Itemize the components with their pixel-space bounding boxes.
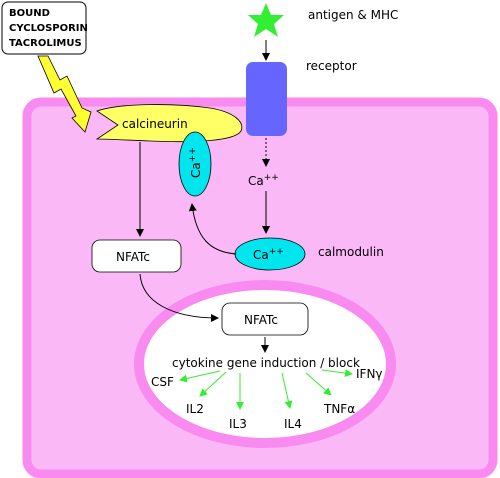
calmodulin-to-calcineurin-arrow xyxy=(188,203,237,255)
receptor xyxy=(246,62,287,136)
arrow-to-ifn xyxy=(321,369,353,378)
arrow-to-csf xyxy=(179,370,221,383)
calcineurin xyxy=(95,104,243,143)
lightning-bolt-icon xyxy=(37,55,92,133)
calcineurin-calcium xyxy=(178,131,212,197)
cytokine-il4: IL4 xyxy=(284,417,302,431)
calmodulin-calcium-charge: ++ xyxy=(269,247,284,257)
calmodulin-label: calmodulin xyxy=(318,245,384,259)
cytokine-csf: CSF xyxy=(151,375,174,389)
cytokine-il2: IL2 xyxy=(186,402,204,416)
calcium-free-label: Ca++ xyxy=(248,173,279,188)
calcineurin-calcium-symbol: Ca xyxy=(189,162,203,178)
nfatc-nucleus-box xyxy=(221,302,309,336)
drug-box-line2: CYCLOSPORIN xyxy=(9,23,88,34)
drug-box-line3: TACROLIMUS xyxy=(9,38,82,49)
nucleus xyxy=(134,280,396,448)
cytokine-ifn: IFNγ xyxy=(356,367,383,381)
nfatc-translocation-arrow xyxy=(139,273,219,322)
cytokine-tnf: TNFα xyxy=(323,402,355,416)
calcium-free-symbol: Ca xyxy=(248,174,264,188)
nfatc-nucleus-label: NFATc xyxy=(244,313,278,327)
antigen-star-icon xyxy=(248,3,284,37)
antigen-label: antigen & MHC xyxy=(308,8,398,22)
receptor-label: receptor xyxy=(306,59,357,73)
calcium-free-charge: ++ xyxy=(264,173,279,183)
arrow-to-il2 xyxy=(199,371,227,397)
arrow-to-tnf xyxy=(305,372,332,396)
calcineurin-calcium-charge: ++ xyxy=(188,147,198,162)
arrow-to-il4 xyxy=(281,372,293,409)
calmodulin-calcium-symbol: Ca xyxy=(253,248,269,262)
nfatc-cytoplasm-label: NFATc xyxy=(116,250,150,264)
drug-box-line1: BOUND xyxy=(9,8,50,19)
calcineurin-calcium-label: Ca++ xyxy=(188,147,203,178)
nfatc-cytoplasm-box xyxy=(91,239,182,273)
cytokine-il3: IL3 xyxy=(229,417,247,431)
drug-box xyxy=(1,1,87,55)
calcineurin-label: calcineurin xyxy=(122,117,188,131)
calmodulin-calcium-label: Ca++ xyxy=(253,247,284,262)
induction-label: cytokine gene induction / block xyxy=(172,356,360,370)
